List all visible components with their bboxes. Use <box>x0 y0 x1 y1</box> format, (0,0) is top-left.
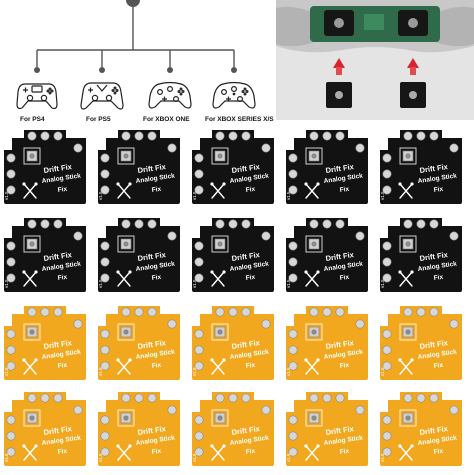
board-title-text: Drift Fix <box>43 424 73 437</box>
board-fix-text: Fix <box>245 274 256 282</box>
board-title-text: Drift Fix <box>419 338 449 351</box>
board-title-text: Drift Fix <box>43 250 73 263</box>
board-fix-text: Fix <box>57 362 68 370</box>
platform-tree-diagram <box>16 0 256 110</box>
board-version-text: v1.5 <box>380 367 385 376</box>
board-fix-text: Fix <box>245 362 256 370</box>
platform-label-ps4: For PS4 <box>20 116 45 123</box>
board-title-text: Drift Fix <box>231 162 261 175</box>
board-fix-text: Fix <box>57 274 68 282</box>
platform-label-xbox-one: For XBOX ONE <box>143 116 190 123</box>
board-title-text: Drift Fix <box>325 162 355 175</box>
board-version-text: v1.5 <box>286 279 291 288</box>
board-fix-text: Fix <box>151 448 162 456</box>
board-fix-text: Fix <box>433 274 444 282</box>
xbox-one-controller-icon <box>148 81 192 109</box>
board-fix-text: Fix <box>339 362 350 370</box>
board-title-text: Drift Fix <box>231 338 261 351</box>
controller-board-photo <box>276 0 474 120</box>
board-version-text: v1.5 <box>380 191 385 200</box>
board-version-text: v1.5 <box>286 367 291 376</box>
board-fix-text: Fix <box>339 274 350 282</box>
board-version-text: v1.5 <box>98 191 103 200</box>
board-version-text: v1.5 <box>380 279 385 288</box>
board-title-text: Drift Fix <box>231 250 261 263</box>
board-fix-text: Fix <box>151 362 162 370</box>
ps5-controller-icon <box>80 82 124 110</box>
board-version-text: v1.5 <box>192 367 197 376</box>
board-title-text: Drift Fix <box>137 250 167 263</box>
board-version-text: v1.5 <box>4 453 9 462</box>
red-arrow-icon <box>407 58 419 68</box>
board-title-text: Drift Fix <box>43 338 73 351</box>
board-version-text: v1.5 <box>4 367 9 376</box>
board-version-text: v1.5 <box>192 453 197 462</box>
board-title-text: Drift Fix <box>137 338 167 351</box>
ps4-controller-icon <box>16 83 58 110</box>
board-title-text: Drift Fix <box>137 424 167 437</box>
tree-root-dot <box>126 0 140 7</box>
board-fix-text: Fix <box>151 274 162 282</box>
board-title-text: Drift Fix <box>325 424 355 437</box>
board-version-text: v1.5 <box>4 191 9 200</box>
board-title-text: Drift Fix <box>419 424 449 437</box>
board-version-text: v1.5 <box>98 367 103 376</box>
board-version-text: v1.5 <box>380 453 385 462</box>
board-fix-text: Fix <box>433 448 444 456</box>
red-arrow-icon <box>333 58 345 68</box>
board-fix-text: Fix <box>57 186 68 194</box>
board-fix-text: Fix <box>433 362 444 370</box>
platform-label-ps5: For PS5 <box>86 116 111 123</box>
board-title-text: Drift Fix <box>325 250 355 263</box>
header-section: For PS4 For PS5 For XBOX ONE For XBOX SE… <box>0 0 474 128</box>
board-fix-text: Fix <box>339 186 350 194</box>
board-fix-text: Fix <box>433 186 444 194</box>
board-fix-text: Fix <box>339 448 350 456</box>
board-fix-text: Fix <box>151 186 162 194</box>
board-fix-text: Fix <box>245 186 256 194</box>
board-version-text: v1.5 <box>286 453 291 462</box>
board-title-text: Drift Fix <box>43 162 73 175</box>
board-title-text: Drift Fix <box>419 162 449 175</box>
board-version-text: v1.5 <box>286 191 291 200</box>
board-title-text: Drift Fix <box>419 250 449 263</box>
xbox-series-controller-icon <box>212 81 256 109</box>
board-fix-text: Fix <box>245 448 256 456</box>
board-version-text: v1.5 <box>192 279 197 288</box>
board-version-text: v1.5 <box>4 279 9 288</box>
board-title-text: Drift Fix <box>137 162 167 175</box>
platform-label-xbox-series: For XBOX SERIES X/S <box>205 116 274 123</box>
board-version-text: v1.5 <box>98 453 103 462</box>
board-title-text: Drift Fix <box>231 424 261 437</box>
board-version-text: v1.5 <box>192 191 197 200</box>
board-version-text: v1.5 <box>98 279 103 288</box>
board-title-text: Drift Fix <box>325 338 355 351</box>
board-fix-text: Fix <box>57 448 68 456</box>
